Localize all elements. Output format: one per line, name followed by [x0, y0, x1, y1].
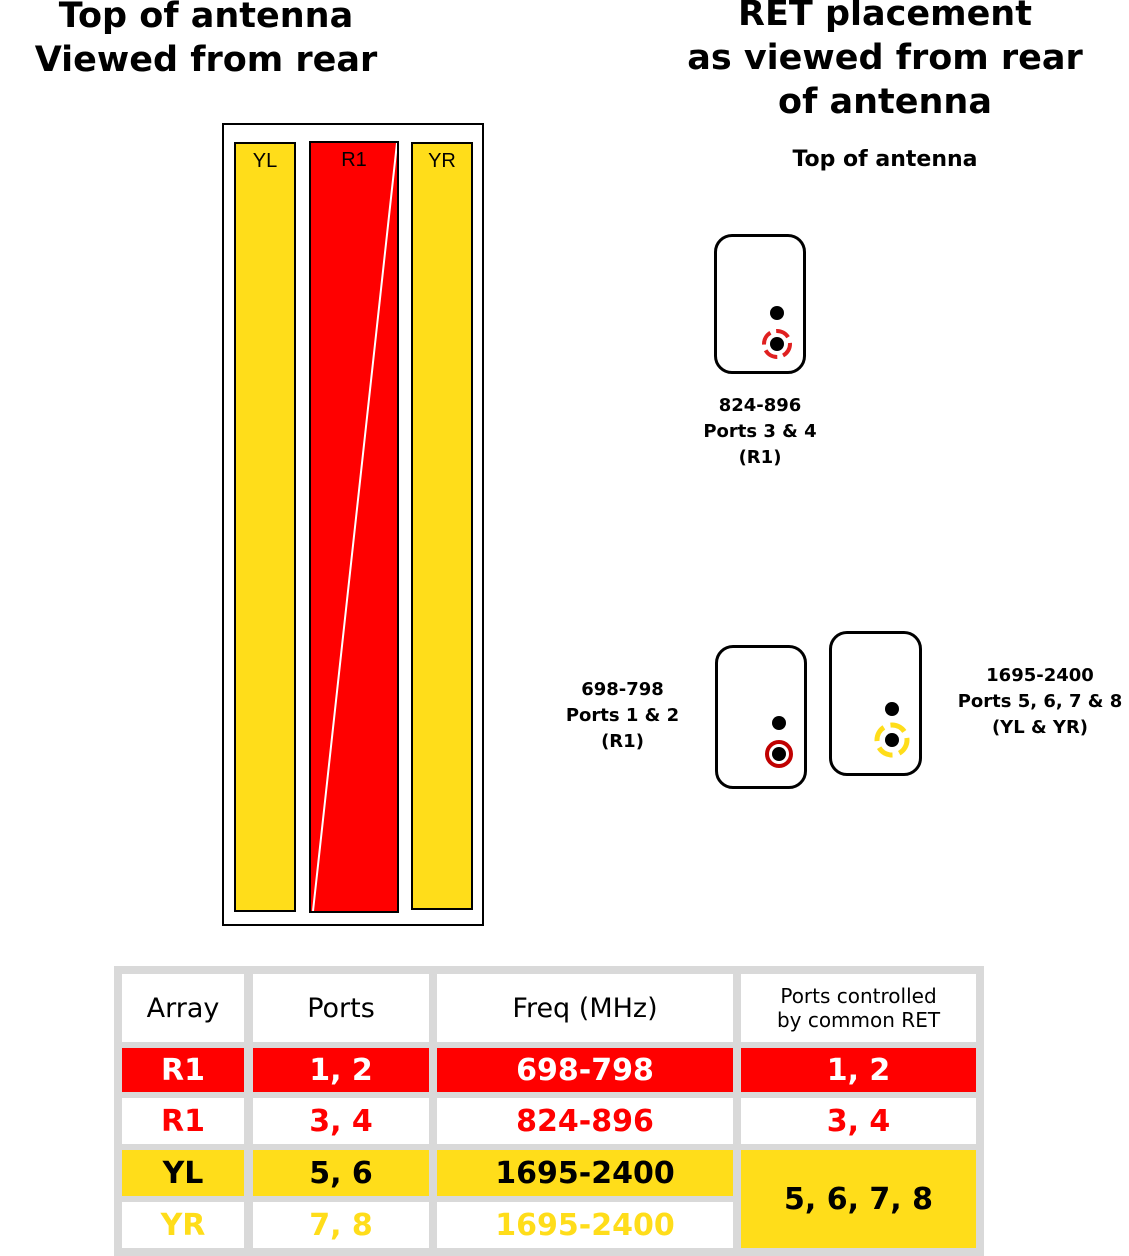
ret-top-label-line2: Ports 3 & 4 — [703, 421, 817, 442]
table-header-common-ret: Ports controlled by common RET — [741, 974, 976, 1042]
ret-top-red-dashed-ring — [762, 329, 792, 359]
table-row-4-array: YR — [122, 1202, 244, 1248]
ret-bottom-right-port-dot — [885, 702, 899, 716]
ret-unit-bottom-right — [829, 631, 922, 776]
table-row-2-freq: 824-896 — [437, 1098, 733, 1144]
ret-bottom-right-label-line1: 1695-2400 — [986, 665, 1094, 686]
right-subtitle: Top of antenna — [792, 147, 978, 172]
table-header-freq: Freq (MHz) — [437, 974, 733, 1042]
table-row-1-ports: 1, 2 — [253, 1048, 429, 1092]
ret-bottom-right-label-line3: (YL & YR) — [991, 717, 1089, 738]
table-row-1-freq: 698-798 — [437, 1048, 733, 1092]
column-yl: YL — [234, 142, 296, 912]
ret-bottom-left-label: 698-798 Ports 1 & 2 (R1) — [540, 677, 705, 755]
ret-bottom-left-label-line3: (R1) — [601, 731, 644, 752]
left-title-line1: Top of antenna — [58, 0, 354, 36]
ret-bottom-left-port-dot — [772, 716, 786, 730]
table-header-ports: Ports — [253, 974, 429, 1042]
right-title-line2: as viewed from rear — [687, 38, 1083, 78]
antenna-frame: YL R1 YR — [222, 123, 484, 926]
right-title-line3: of antenna — [778, 82, 992, 122]
ret-bottom-left-label-line1: 698-798 — [581, 679, 664, 700]
column-r1-label: R1 — [341, 149, 367, 171]
right-title: RET placement as viewed from rear of ant… — [640, 0, 1129, 124]
column-yl-label: YL — [252, 150, 278, 172]
ret-bottom-left-label-line2: Ports 1 & 2 — [565, 705, 680, 726]
table-row-3-array: YL — [122, 1150, 244, 1196]
table-row-4-freq: 1695-2400 — [437, 1202, 733, 1248]
table-row-3-ports: 5, 6 — [253, 1150, 429, 1196]
ret-top-port-dot — [770, 306, 784, 320]
ret-bottom-right-yellow-dashed-ring — [874, 722, 910, 758]
table-header-array: Array — [122, 974, 244, 1042]
ret-bottom-left-red-ring — [765, 740, 793, 768]
ret-unit-top — [714, 234, 806, 374]
ret-bottom-right-label-line2: Ports 5, 6, 7 & 8 — [957, 691, 1123, 712]
table-row-2-ports: 3, 4 — [253, 1098, 429, 1144]
table-row-3-freq: 1695-2400 — [437, 1150, 733, 1196]
table-row-2-array: R1 — [122, 1098, 244, 1144]
ret-bottom-right-label: 1695-2400 Ports 5, 6, 7 & 8 (YL & YR) — [945, 663, 1129, 741]
ret-top-label-line1: 824-896 — [718, 395, 802, 416]
ret-top-label: 824-896 Ports 3 & 4 (R1) — [670, 393, 850, 471]
ret-top-label-line3: (R1) — [738, 447, 782, 468]
table-header-common-ret-line2: by common RET — [776, 1008, 941, 1032]
port-table: Array Ports Freq (MHz) Ports controlled … — [114, 966, 984, 1256]
right-title-line1: RET placement — [738, 0, 1032, 34]
table-row-1-array: R1 — [122, 1048, 244, 1092]
column-r1: R1 — [309, 141, 399, 913]
table-row-4-ports: 7, 8 — [253, 1202, 429, 1248]
column-yr-label: YR — [428, 150, 456, 172]
column-yr: YR — [411, 142, 473, 910]
column-r1-diagonal-line — [312, 143, 397, 911]
table-row-3-4-common: 5, 6, 7, 8 — [741, 1150, 976, 1248]
left-title-line2: Viewed from rear — [34, 40, 378, 80]
left-title: Top of antenna Viewed from rear — [0, 0, 412, 82]
table-row-1-common: 1, 2 — [741, 1048, 976, 1092]
table-row-2-common: 3, 4 — [741, 1098, 976, 1144]
table-header-common-ret-line1: Ports controlled — [780, 984, 937, 1008]
ret-unit-bottom-left — [715, 645, 807, 789]
